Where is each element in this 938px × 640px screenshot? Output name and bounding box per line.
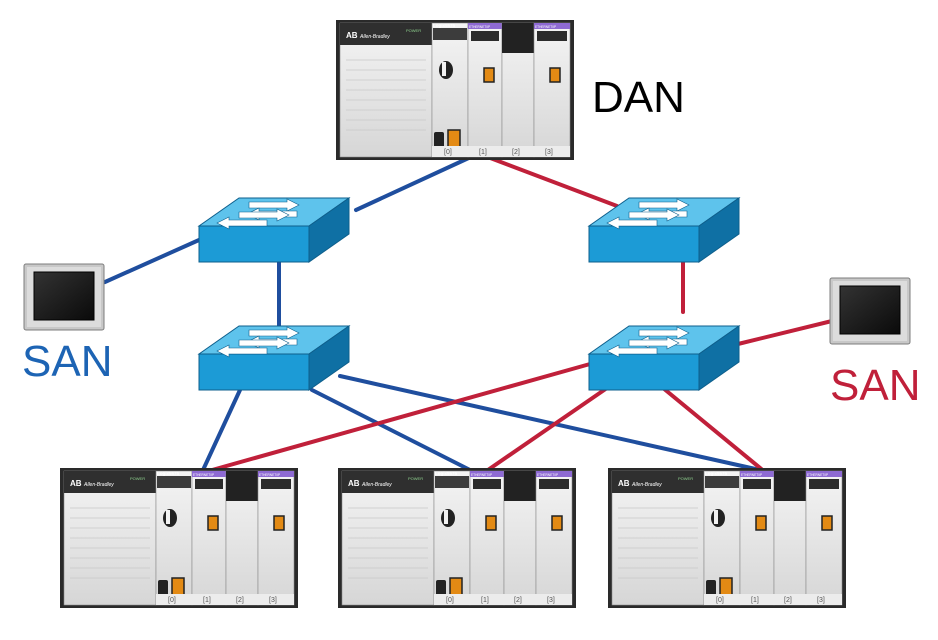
san-right-label: SAN: [830, 361, 921, 410]
slot-0: [0]: [716, 597, 724, 604]
link-a-switch2-plc2: [310, 388, 472, 472]
slot-2: [2]: [514, 597, 522, 604]
slot-3: [3]: [545, 149, 553, 156]
dan-plc-rack-icon: AB Allen-Bradley POWER Logix5575 ETHERNE…: [335, 19, 575, 161]
plc-cpu-model: Logix5575: [157, 471, 180, 476]
plc-enet-label-2: ETHERNET/IP: [535, 25, 556, 29]
switch-b2-icon: [588, 325, 740, 391]
lan-b-links: [203, 154, 838, 474]
plc-brand-name: Allen-Bradley: [361, 482, 392, 488]
lan-a-links: [103, 154, 762, 472]
link-b-switch4-plc3: [661, 386, 767, 474]
plc-brand-name: Allen-Bradley: [83, 482, 114, 488]
link-a-switch2-plc3: [338, 374, 762, 472]
switch-a1-icon: [198, 197, 350, 263]
slot-0: [0]: [446, 597, 454, 604]
plc-enet-label-2: ETHERNET/IP: [537, 473, 558, 477]
link-a-switch2-plc1: [201, 388, 242, 472]
slot-3: [3]: [817, 597, 825, 604]
slot-1: [1]: [751, 597, 759, 604]
plc-enet-label-1: ETHERNET/IP: [471, 473, 492, 477]
slot-2: [2]: [236, 597, 244, 604]
slot-3: [3]: [269, 597, 277, 604]
plc-brand-name: Allen-Bradley: [631, 482, 662, 488]
plc-cpu-model: Logix5575: [705, 471, 728, 476]
plc-brand-name: Allen-Bradley: [359, 34, 390, 40]
link-a-dan-switch: [354, 154, 475, 212]
link-b-switch4-plc2: [483, 386, 609, 474]
plc-brand-badge: AB: [618, 479, 630, 488]
plc-rack-1-icon: AB Allen-Bradley POWER Logix5575 ETHERNE…: [59, 467, 299, 609]
plc-power-label: POWER: [406, 28, 421, 33]
slot-2: [2]: [512, 149, 520, 156]
plc-power-label: POWER: [130, 476, 145, 481]
slot-0: [0]: [168, 597, 176, 604]
plc-brand-badge: AB: [346, 31, 358, 40]
link-b-dan-switch: [483, 154, 619, 208]
plc-power-label: POWER: [408, 476, 423, 481]
plc-enet-label-1: ETHERNET/IP: [741, 473, 762, 477]
plc-cpu-model: Logix5575: [433, 23, 456, 28]
switch-b1-icon: [588, 197, 740, 263]
san-right-hmi-icon: [829, 277, 911, 345]
link-b-switch4-plc1: [203, 362, 592, 474]
plc-enet-label-1: ETHERNET/IP: [193, 473, 214, 477]
slot-1: [1]: [479, 149, 487, 156]
dan-label: DAN: [592, 73, 685, 122]
switch-a2-icon: [198, 325, 350, 391]
plc-enet-label-2: ETHERNET/IP: [807, 473, 828, 477]
slot-1: [1]: [203, 597, 211, 604]
link-a-switch1-san: [103, 238, 201, 284]
slot-2: [2]: [784, 597, 792, 604]
plc-rack-2-icon: AB Allen-Bradley POWER Logix5575 ETHERNE…: [337, 467, 577, 609]
plc-enet-label-1: ETHERNET/IP: [469, 25, 490, 29]
plc-brand-badge: AB: [70, 479, 82, 488]
slot-0: [0]: [444, 149, 452, 156]
link-b-switch4-san: [736, 318, 838, 346]
plc-cpu-model: Logix5575: [435, 471, 458, 476]
plc-enet-label-2: ETHERNET/IP: [259, 473, 280, 477]
san-left-label: SAN: [22, 337, 113, 386]
san-left-hmi-icon: [23, 263, 105, 331]
plc-power-label: POWER: [678, 476, 693, 481]
slot-1: [1]: [481, 597, 489, 604]
plc-brand-badge: AB: [348, 479, 360, 488]
plc-rack-3-icon: AB Allen-Bradley POWER Logix5575 ETHERNE…: [607, 467, 847, 609]
slot-3: [3]: [547, 597, 555, 604]
